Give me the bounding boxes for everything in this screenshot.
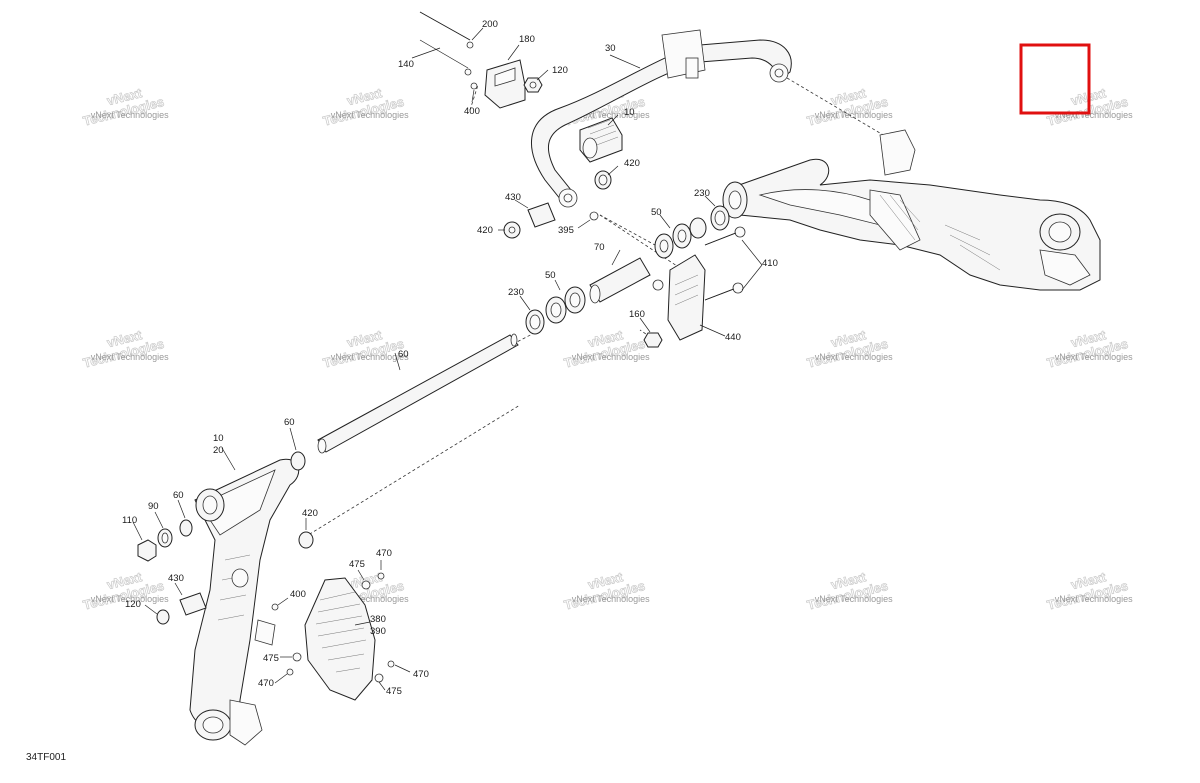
callout-60[interactable]: 60 [398,349,409,360]
callout-70[interactable]: 70 [594,242,605,253]
callout-60[interactable]: 60 [284,417,295,428]
callout-120[interactable]: 120 [552,65,568,76]
bushing-420-left [503,221,521,239]
leader-lines [132,27,763,691]
svg-text:vNext Technologies: vNext Technologies [91,352,169,362]
guard-plate [304,577,376,701]
nut-160 [643,332,663,348]
svg-text:vNext Technologies: vNext Technologies [91,110,169,120]
callout-120[interactable]: 120 [125,599,141,610]
trailing-arm-right [722,129,1101,291]
bushing-60-upper [290,451,306,471]
sleeve-70 [589,257,651,304]
callout-475[interactable]: 475 [263,653,279,664]
callout-420[interactable]: 420 [302,508,318,519]
callout-10[interactable]: 10 [213,433,224,444]
callout-50[interactable]: 50 [651,207,662,218]
bolts-200-140 [419,11,474,76]
sleeve-430-upper [527,202,556,228]
svg-text:vNext Technologies: vNext Technologies [815,594,893,604]
callout-430[interactable]: 430 [168,573,184,584]
sleeve-430-lower [156,592,207,625]
svg-text:vNext Technologies: vNext Technologies [1055,594,1133,604]
callout-410[interactable]: 410 [762,258,778,269]
callout-420[interactable]: 420 [624,158,640,169]
callout-400[interactable]: 400 [464,106,480,117]
callout-10[interactable]: 10 [624,107,635,118]
svg-text:vNext Technologies: vNext Technologies [1055,110,1133,120]
svg-text:vNext Technologies: vNext Technologies [331,110,409,120]
callout-230[interactable]: 230 [694,188,710,199]
svg-text:vNext Technologies: vNext Technologies [91,594,169,604]
callout-labels: 200 180 140 120 400 30 10 420 430 420 395 230 50 70 41… [122,19,778,697]
callout-470[interactable]: 470 [258,678,274,689]
svg-text:vNext Technologies: vNext Technologies [815,352,893,362]
bushing-block [579,117,623,163]
fasteners-470-475 [286,572,395,683]
diagram-code: 34TF001 [26,752,66,763]
nut-120-top [523,77,543,93]
svg-text:vNext Technologies: vNext Technologies [331,352,409,362]
callout-110[interactable]: 110 [122,515,137,526]
svg-text:vNext Technologies: vNext Technologies [331,594,409,604]
bearings-50-lower [545,286,586,324]
callout-400[interactable]: 400 [290,589,306,600]
callout-180[interactable]: 180 [519,34,535,45]
washer-400-top [470,82,478,90]
callout-90[interactable]: 90 [148,501,159,512]
callout-60[interactable]: 60 [173,490,184,501]
callout-395[interactable]: 395 [558,225,574,236]
seal-230-upper [710,205,730,231]
pivot-shaft [317,333,519,454]
bolts-410 [704,226,746,301]
callout-200[interactable]: 200 [482,19,498,30]
bracket-180 [484,59,526,109]
callout-140[interactable]: 140 [398,59,414,70]
callout-230[interactable]: 230 [508,287,524,298]
bushing-stack-left [137,519,193,562]
callout-475[interactable]: 475 [349,559,365,570]
callout-470[interactable]: 470 [376,548,392,559]
callout-420[interactable]: 420 [477,225,493,236]
callout-380[interactable]: 380 [370,614,386,625]
bearings-50-upper [654,217,707,259]
svg-text:vNext Technologies: vNext Technologies [572,110,650,120]
bracket-440 [652,254,706,341]
callout-390[interactable]: 390 [370,626,386,637]
nut-395 [589,211,599,221]
washer-400-lower [271,603,279,611]
svg-text:vNext Technologies: vNext Technologies [572,352,650,362]
svg-text:vNext Technologies: vNext Technologies [815,110,893,120]
svg-text:vNext Technologies: vNext Technologies [572,594,650,604]
bushing-420-lower [298,531,314,549]
stabilizer-bar [531,29,792,208]
svg-text:vNext Technologies: vNext Technologies [1055,352,1133,362]
callout-30[interactable]: 30 [605,43,616,54]
highlight-box[interactable] [1019,43,1091,115]
callout-440[interactable]: 440 [725,332,741,343]
callout-50[interactable]: 50 [545,270,556,281]
callout-470[interactable]: 470 [413,669,429,680]
callout-475[interactable]: 475 [386,686,402,697]
trailing-arm-left [189,458,300,746]
bushing-420-upper [594,170,612,190]
callout-160[interactable]: 160 [629,309,645,320]
callout-430[interactable]: 430 [505,192,521,203]
callout-20[interactable]: 20 [213,445,224,456]
seal-230-lower [525,309,545,335]
assembly-lines [299,77,886,541]
